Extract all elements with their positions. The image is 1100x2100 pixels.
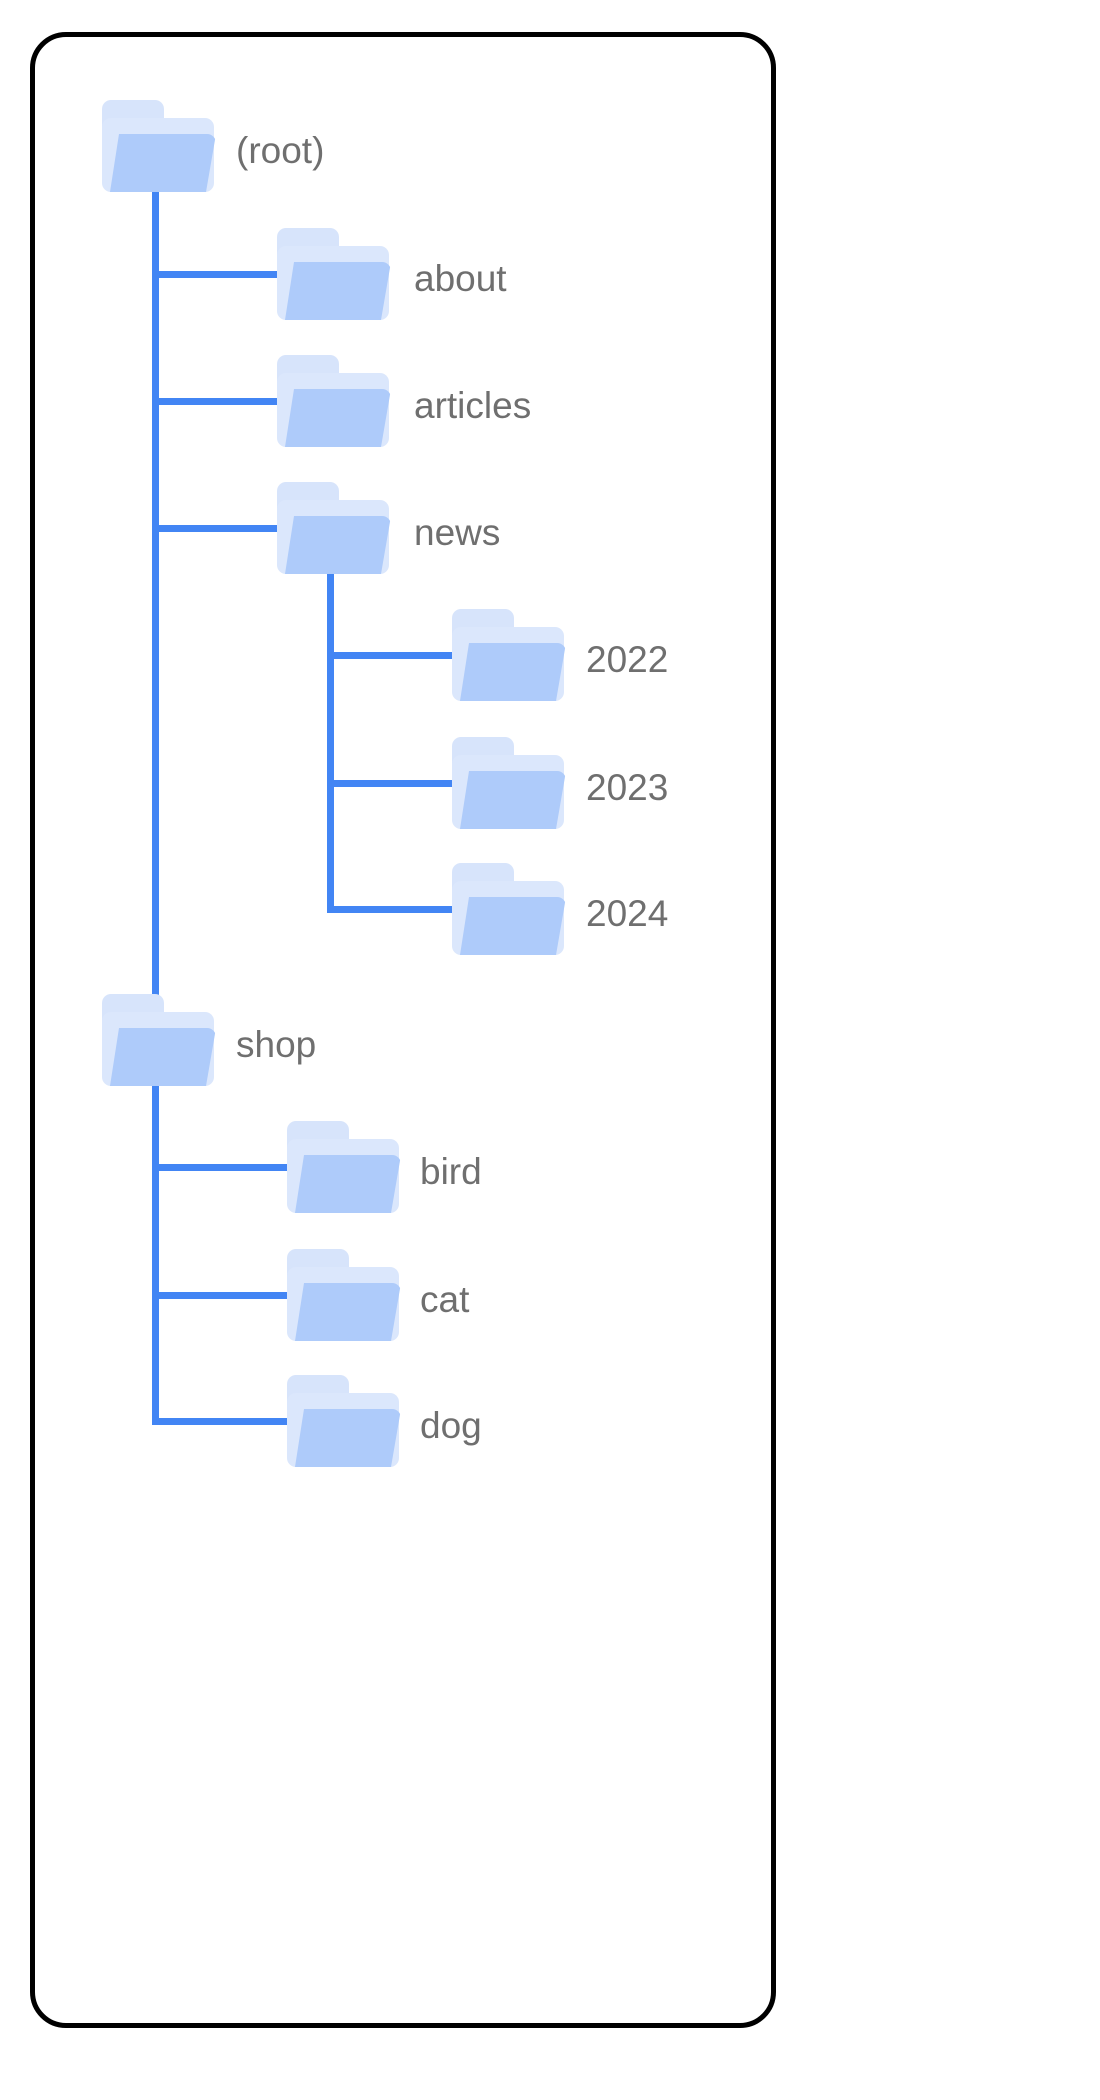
edge-root-about: [152, 271, 280, 278]
folder-icon[interactable]: [450, 737, 570, 829]
folder-front: [295, 1155, 401, 1213]
folder-front: [295, 1409, 401, 1467]
edge-news-2024: [327, 906, 455, 913]
folder-front: [460, 643, 566, 701]
folder-front: [110, 1028, 216, 1086]
edge-shop-bird: [152, 1164, 290, 1171]
folder-front: [460, 771, 566, 829]
node-label-bird: bird: [420, 1151, 482, 1192]
edge-root-news: [152, 525, 280, 532]
node-label-root: (root): [236, 130, 325, 171]
folder-icon[interactable]: [450, 863, 570, 955]
node-label-articles: articles: [414, 385, 532, 426]
edge-shop-dog: [152, 1418, 290, 1425]
folder-icon[interactable]: [285, 1249, 405, 1341]
folder-icon[interactable]: [275, 228, 395, 320]
folder-icon[interactable]: [100, 100, 220, 192]
edge-root-trunk: [152, 178, 159, 1418]
folder-front: [460, 897, 566, 955]
node-label-2022: 2022: [586, 639, 669, 680]
edge-news-2023: [327, 780, 455, 787]
folder-icon[interactable]: [275, 482, 395, 574]
folder-front: [285, 516, 391, 574]
edge-news-trunk: [327, 560, 334, 913]
node-label-2023: 2023: [586, 767, 669, 808]
edge-root-articles: [152, 398, 280, 405]
node-label-news: news: [414, 512, 501, 553]
folder-front: [285, 389, 391, 447]
edge-shop-cat: [152, 1292, 290, 1299]
node-label-shop: shop: [236, 1024, 317, 1065]
folder-icon[interactable]: [450, 609, 570, 701]
folder-icon[interactable]: [285, 1121, 405, 1213]
folder-icon[interactable]: [100, 994, 220, 1086]
node-label-cat: cat: [420, 1279, 470, 1320]
folder-front: [285, 262, 391, 320]
node-label-2024: 2024: [586, 893, 669, 934]
folder-front: [110, 134, 216, 192]
node-label-about: about: [414, 258, 507, 299]
folder-icon[interactable]: [285, 1375, 405, 1467]
folder-icon[interactable]: [275, 355, 395, 447]
node-label-dog: dog: [420, 1405, 482, 1446]
folder-front: [295, 1283, 401, 1341]
edge-news-2022: [327, 652, 455, 659]
